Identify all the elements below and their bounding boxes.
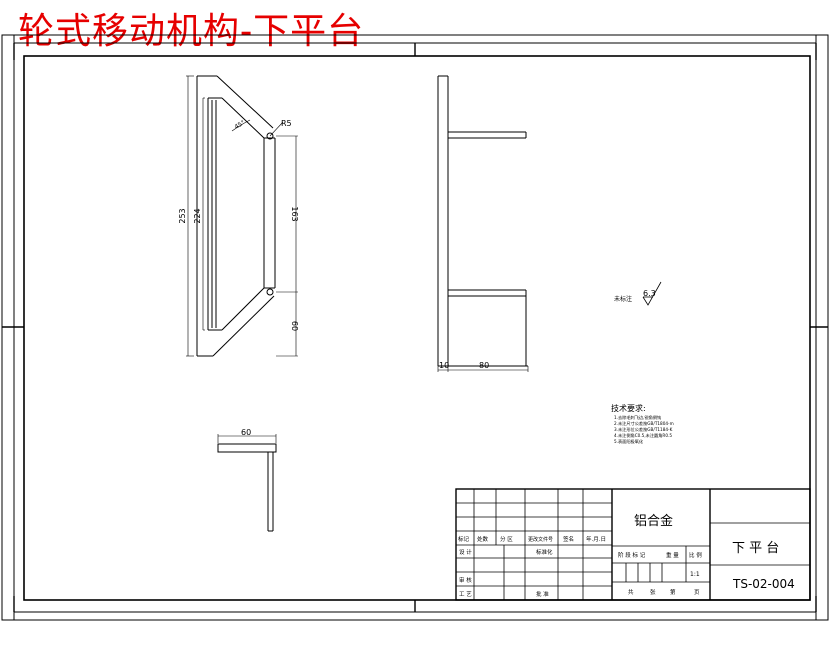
material-label: 铝合金 (634, 513, 673, 529)
tech-requirement-2: 2.未注尺寸公差按GB/T1804-m (614, 420, 674, 427)
stage-header-scale: 比 例 (689, 551, 702, 559)
stage-header-marks: 阶 段 标 记 (618, 551, 646, 559)
dim-224: 224 (193, 208, 202, 223)
drawing-title-banner: 轮式移动机构-下平台 (18, 11, 365, 52)
front-view-dimensions (186, 75, 298, 357)
rev-header-zone: 分 区 (500, 535, 513, 543)
tech-requirements-title: 技术要求: (611, 403, 646, 413)
row-standardization: 标准化 (536, 548, 553, 556)
stage-header-weight: 重 量 (666, 551, 679, 559)
rev-header-mark: 标记 (458, 535, 470, 543)
sheet-total: 共 (628, 588, 634, 596)
drawing-number: TS-02-004 (732, 577, 795, 591)
part-name: 下 平 台 (732, 541, 779, 556)
rev-header-doc: 更改文件号 (528, 536, 553, 543)
detail-view (217, 443, 277, 532)
side-view-dimension-texts: 10 80 (439, 361, 489, 370)
dim-10: 10 (439, 361, 449, 370)
side-view (437, 75, 528, 367)
roughness-symbol (642, 281, 662, 306)
dim-253: 253 (178, 208, 187, 223)
sheet-no: 第 (670, 588, 676, 596)
front-view-dimension-texts: 253 224 163 60 R5 45° (178, 119, 299, 331)
side-view-dimensions (437, 366, 529, 372)
rev-header-date: 年.月.日 (586, 535, 606, 543)
row-design: 设 计 (459, 548, 472, 556)
dim-60-detail: 60 (241, 428, 251, 437)
row-check: 审 核 (459, 576, 472, 584)
sheet-border (1, 34, 829, 621)
row-approve: 批 准 (536, 590, 549, 598)
dim-45deg: 45° (234, 119, 247, 130)
rev-header-count: 处数 (477, 535, 489, 543)
row-process: 工 艺 (459, 591, 472, 598)
scale-value: 1:1 (690, 571, 700, 578)
title-block-texts: 铝合金 下 平 台 TS-02-004 1:1 标记 处数 分 区 更改文件号 … (458, 513, 795, 598)
sheet-unit-a: 张 (650, 588, 656, 596)
technical-requirements: 技术要求: 1.去除毛刺飞边,锐角倒钝 2.未注尺寸公差按GB/T1804-m … (611, 403, 674, 445)
detail-view-dimensions (217, 434, 277, 443)
title-block (455, 488, 811, 601)
front-view (196, 75, 276, 357)
tech-requirement-1: 1.去除毛刺飞边,锐角倒钝 (614, 414, 662, 421)
surface-note-label: 未标注 (614, 295, 632, 303)
rev-header-sign: 签名 (563, 535, 574, 543)
surface-finish-note: 未标注 6.3 (614, 281, 662, 306)
surface-roughness-value: 6.3 (643, 289, 656, 298)
dim-163: 163 (290, 206, 299, 221)
tech-requirement-4: 4.未注倒角C0.5,未注圆角R0.5 (614, 432, 672, 439)
tech-requirement-3: 3.未注形位公差按GB/T1184-K (614, 426, 673, 433)
dim-80: 80 (479, 361, 489, 370)
tech-requirement-5: 5.表面阳极氧化 (614, 438, 644, 445)
dim-r5: R5 (281, 119, 292, 128)
sheet-unit-b: 页 (694, 589, 700, 596)
dim-60: 60 (290, 321, 299, 331)
